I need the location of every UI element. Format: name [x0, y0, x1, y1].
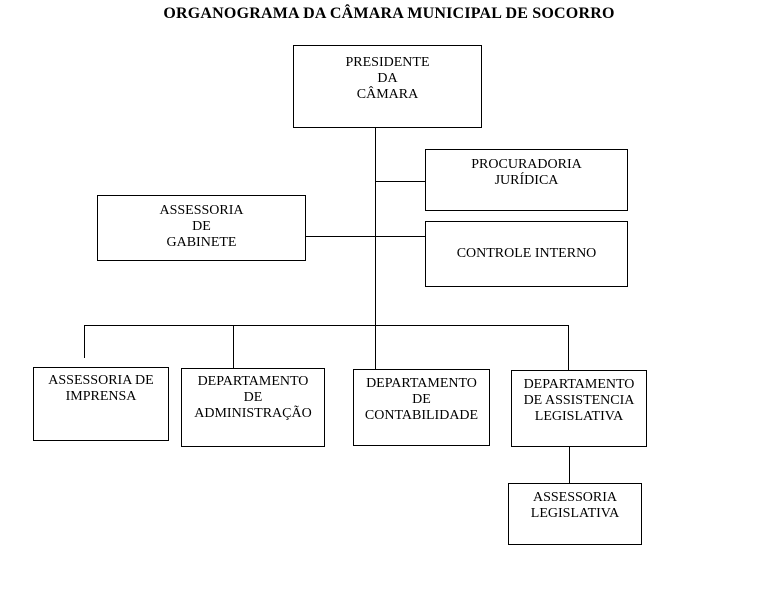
org-box-assessoria-de-imprensa: ASSESSORIA DE IMPRENSA [33, 367, 169, 441]
org-box-assessoria-legislativa: ASSESSORIA LEGISLATIVA [508, 483, 642, 545]
org-box-presidente-da-camara: PRESIDENTE DA CÂMARA [293, 45, 482, 128]
org-box-assessoria-de-gabinete: ASSESSORIA DE GABINETE [97, 195, 306, 261]
org-box-controle-interno: CONTROLE INTERNO [425, 221, 628, 287]
connector-gabinete-controle [306, 236, 425, 237]
connector-drop-assistencia [568, 326, 569, 370]
connector-trunk-vertical [375, 127, 376, 369]
org-box-departamento-de-contabilidade: DEPARTAMENTO DE CONTABILIDADE [353, 369, 490, 446]
org-box-departamento-de-administracao: DEPARTAMENTO DE ADMINISTRAÇÃO [181, 368, 325, 447]
connector-drop-administracao [233, 326, 234, 368]
connector-to-procuradoria [376, 181, 425, 182]
org-box-departamento-de-assistencia-legislativa: DEPARTAMENTO DE ASSISTENCIA LEGISLATIVA [511, 370, 647, 447]
page-title: ORGANOGRAMA DA CÂMARA MUNICIPAL DE SOCOR… [163, 5, 615, 22]
connector-distribution-horizontal [84, 325, 569, 326]
connector-to-assessoria-legislativa [569, 447, 570, 483]
connector-drop-imprensa [84, 326, 85, 358]
org-box-procuradoria-juridica: PROCURADORIA JURÍDICA [425, 149, 628, 211]
